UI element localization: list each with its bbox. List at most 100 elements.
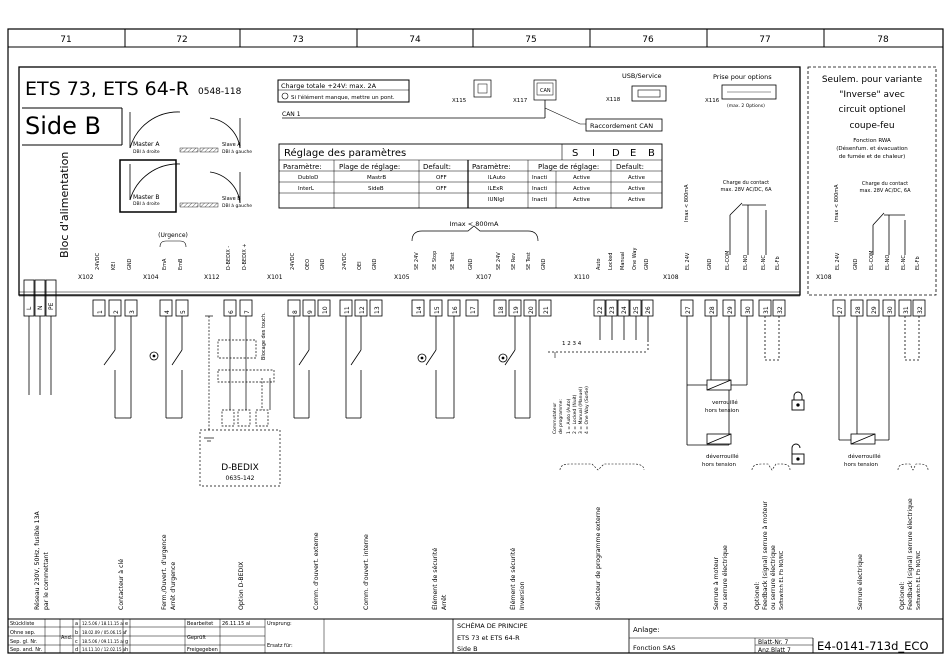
svg-text:Softswitch EL Fb NO/NC: Softswitch EL Fb NO/NC [916, 550, 922, 610]
svg-text:h: h [125, 647, 128, 653]
svg-text:SE 24V: SE 24V [496, 252, 502, 270]
svg-text:OEO: OEO [305, 259, 311, 270]
door-diagram: Master A DBI à droite Slave A DBI à gauc… [119, 111, 252, 213]
svg-text:g: g [125, 639, 128, 645]
svg-text:28: 28 [709, 306, 716, 314]
svg-text:Sep. and. Nr.: Sep. and. Nr. [10, 647, 43, 653]
svg-text:Fonction SAS: Fonction SAS [633, 644, 676, 652]
column-number: 75 [525, 35, 536, 45]
svg-text:GND: GND [468, 258, 474, 270]
svg-text:1: 1 [97, 310, 104, 314]
svg-text:Réseau 230V, 50Hz, fusible 13A: Réseau 230V, 50Hz, fusible 13A [33, 510, 41, 610]
svg-text:EL 24V: EL 24V [685, 252, 691, 270]
svg-text:DBI à gauche: DBI à gauche [222, 148, 252, 155]
svg-text:circuit optionel: circuit optionel [839, 105, 906, 115]
svg-text:EmB: EmB [178, 258, 184, 270]
svg-text:14.11.10 / 12.02.15 al: 14.11.10 / 12.02.15 al [82, 647, 126, 652]
svg-text:Slave A: Slave A [222, 142, 241, 148]
svg-text:lLAuto: lLAuto [488, 175, 506, 181]
svg-text:1 = Auto (Auto): 1 = Auto (Auto) [566, 398, 572, 434]
svg-text:ou serrure électrique: ou serrure électrique [769, 545, 777, 610]
svg-text:Locked: Locked [608, 253, 614, 270]
svg-text:EmA: EmA [162, 258, 168, 270]
svg-text:OFF: OFF [436, 175, 447, 181]
imax-x108b: Imax < 800mA [834, 184, 840, 222]
svg-text:Active: Active [628, 186, 646, 192]
svg-text:MastrB: MastrB [367, 175, 386, 181]
svg-text:5: 5 [180, 310, 187, 314]
svg-text:24VDC: 24VDC [95, 252, 101, 270]
svg-text:ou serrure électrique: ou serrure électrique [721, 545, 729, 610]
svg-text:f: f [125, 630, 127, 636]
svg-text:Optionel:: Optionel: [754, 582, 761, 610]
svg-text:11: 11 [344, 306, 351, 314]
parameter-table: Réglage des paramètres S I D E B Paramèt… [278, 143, 663, 209]
svg-text:24VDC: 24VDC [290, 252, 296, 270]
svg-text:Option D-BEDIX: Option D-BEDIX [238, 561, 245, 610]
svg-text:Commutateur: Commutateur [552, 403, 558, 434]
svg-text:Active: Active [573, 197, 591, 203]
svg-text:Ersatz für:: Ersatz für: [267, 643, 293, 649]
padlock-open-icon [791, 443, 805, 465]
svg-text:17: 17 [470, 306, 477, 314]
svg-text:26: 26 [645, 306, 652, 314]
svg-text:2 = Locked (Nuit): 2 = Locked (Nuit) [572, 394, 578, 434]
svg-text:Anz.Blatt 7: Anz.Blatt 7 [758, 647, 791, 654]
svg-text:d: d [75, 647, 78, 653]
svg-text:GND: GND [320, 258, 326, 270]
svg-text:EL-COM: EL-COM [725, 251, 731, 270]
svg-text:c: c [75, 639, 78, 645]
side-label: Side B [25, 112, 101, 140]
svg-text:Inacti: Inacti [532, 197, 548, 203]
svg-text:PE: PE [48, 302, 55, 310]
svg-text:Ferm./Ouvert. d'urgence: Ferm./Ouvert. d'urgence [161, 534, 168, 610]
svg-text:Paramètre:: Paramètre: [472, 163, 511, 171]
relay-contacts [729, 202, 906, 255]
svg-text:X112: X112 [204, 274, 220, 281]
svg-text:Feedback (signal) serrure à mo: Feedback (signal) serrure à moteur [761, 501, 769, 610]
svg-text:9: 9 [307, 310, 314, 314]
charge-line2: Si l'élément manque, mettre un pont. [291, 94, 395, 101]
x117-label: X117 [513, 98, 528, 104]
svg-text:SCHÉMA DE PRINCIPE: SCHÉMA DE PRINCIPE [457, 621, 528, 630]
blocage-note: Blocage des touch. [261, 312, 267, 360]
sheet-frame [7, 28, 944, 654]
options-connector [721, 84, 777, 100]
svg-text:Default:: Default: [423, 163, 451, 171]
svg-text:EL-NO: EL-NO [743, 255, 749, 270]
svg-text:Ohne sep.: Ohne sep. [10, 630, 36, 636]
svg-text:Comm. d'ouvert. interne: Comm. d'ouvert. interne [363, 534, 370, 610]
svg-text:EL-Fb: EL-Fb [915, 256, 921, 270]
svg-text:30: 30 [745, 306, 752, 314]
svg-text:Master B: Master B [133, 194, 160, 201]
urgence-label: (Urgence) [158, 232, 188, 239]
svg-text:(max. 2 Options): (max. 2 Options) [727, 103, 765, 109]
dbedix-code: 0635-142 [226, 475, 255, 482]
svg-text:8: 8 [292, 310, 299, 314]
svg-text:I: I [592, 148, 595, 159]
svg-text:B: B [648, 148, 655, 159]
svg-text:12: 12 [359, 306, 366, 314]
svg-text:hors tension: hors tension [702, 462, 737, 468]
column-number: 71 [60, 35, 71, 45]
svg-text:Comm. d'ouvert. externe: Comm. d'ouvert. externe [313, 532, 320, 610]
svg-text:GND: GND [127, 258, 133, 270]
svg-text:32: 32 [917, 306, 924, 314]
svg-text:EL-NC: EL-NC [761, 255, 767, 270]
svg-text:X102: X102 [78, 274, 94, 281]
svg-text:10: 10 [322, 306, 329, 314]
svg-text:EL-NO: EL-NO [885, 255, 891, 270]
svg-text:InterL: InterL [298, 186, 315, 192]
svg-text:20: 20 [528, 306, 535, 314]
svg-text:Inacti: Inacti [532, 175, 548, 181]
svg-text:X116: X116 [705, 98, 720, 104]
svg-text:3 = Manual (Manuel): 3 = Manual (Manuel) [578, 387, 584, 434]
svg-text:SE Rev: SE Rev [511, 253, 517, 270]
svg-text:DBI à droite: DBI à droite [133, 148, 160, 155]
svg-text:13: 13 [374, 306, 381, 314]
svg-text:7: 7 [244, 310, 251, 314]
contact-load: Charge du contact [723, 180, 769, 186]
svg-text:Charge du contact: Charge du contact [862, 181, 908, 187]
svg-text:Serrure à moteur: Serrure à moteur [712, 556, 720, 610]
